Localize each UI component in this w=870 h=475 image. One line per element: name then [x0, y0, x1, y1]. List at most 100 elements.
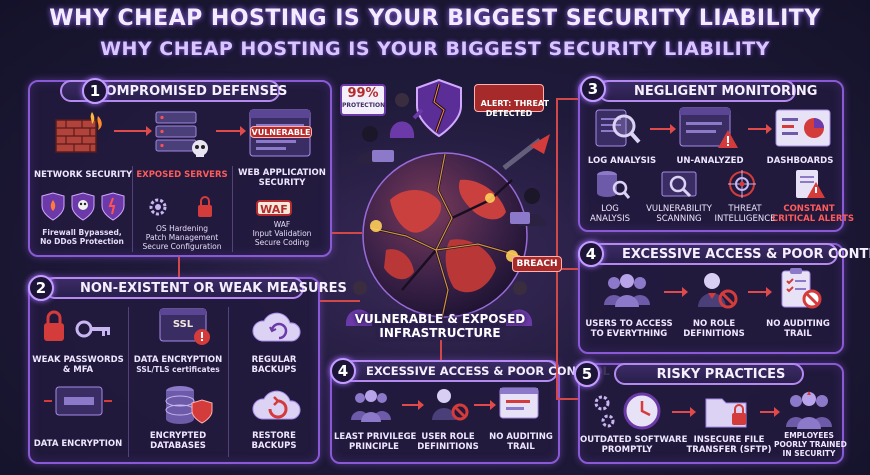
- panel-5-header: RISKY PRACTICES: [614, 363, 804, 385]
- unanalyzed-label: UN-ANALYZED: [676, 156, 744, 166]
- web-app-security-desc: WAF Input Validation Secure Coding: [252, 220, 312, 247]
- panel-3-title: NEGLIGENT MONITORING: [634, 83, 818, 99]
- web-app-security-title: WEB APPLICATION SECURITY: [238, 168, 326, 188]
- critical-alerts-icon: [796, 170, 825, 198]
- log-magnifier-icon: [595, 109, 641, 147]
- vulnerability-scan-icon: [661, 171, 697, 198]
- ssl-window-icon: [159, 308, 210, 345]
- no-role-definitions-label: NO ROLE DEFINITIONS: [683, 319, 745, 339]
- defender-left-icon: [345, 281, 373, 326]
- network-security-title: NETWORK SECURITY: [34, 170, 133, 180]
- protection-badge: 99% PROTECTION: [340, 84, 386, 116]
- dashboards-label: DASHBOARDS: [766, 156, 834, 166]
- panel-5-title: RISKY PRACTICES: [656, 366, 786, 382]
- ssl-tag: SSL: [172, 319, 194, 330]
- restore-backups-label: RESTORE BACKUPS: [251, 431, 297, 451]
- employees-icon: [786, 391, 832, 429]
- log-analysis-label: LOG ANALYSIS: [587, 156, 657, 166]
- outdated-software-label: OUTDATED SOFTWARE PROMPTLY: [580, 435, 688, 455]
- cloud-restore-icon: [252, 390, 301, 420]
- regular-backups-label: REGULAR BACKUPS: [251, 355, 297, 375]
- panel-1-number: 1: [82, 78, 108, 104]
- database-shield-icon: [165, 386, 213, 424]
- main-title: WHY CHEAP HOSTING IS YOUR BIGGEST SECURI…: [49, 6, 821, 31]
- user-role-icon: [432, 389, 469, 421]
- no-auditing-trail-label: NO AUDITING TRAIL: [766, 319, 830, 339]
- data-encryption-label: DATA ENCRYPTION: [33, 439, 123, 449]
- insecure-folder-icon: [705, 398, 747, 428]
- panel-1-title: COMPROMISED DEFENSES: [96, 83, 288, 99]
- arrow-users-roles: [664, 287, 688, 297]
- users-access-label: USERS TO ACCESS TO EVERYTHING: [585, 319, 673, 339]
- panel-risky-practices: RISKY PRACTICES 5 OUTDATED SOFTWARE PROM…: [574, 361, 847, 464]
- missile-icon: [502, 134, 550, 170]
- shield-icons: [41, 192, 125, 221]
- exposed-servers-title: EXPOSED SERVERS: [136, 170, 228, 180]
- data-encryption-ssl-label: DATA ENCRYPTION: [133, 355, 223, 365]
- waf-badge: WAF: [256, 200, 292, 216]
- sub-title: WHY CHEAP HOSTING IS YOUR BIGGEST SECURI…: [100, 38, 770, 60]
- audit-window-icon: [499, 387, 539, 419]
- panel-negligent-monitoring: NEGLIGENT MONITORING 3 LOG ANALYSIS UN-A…: [578, 76, 854, 232]
- panel-5-number: 5: [574, 361, 600, 387]
- padlock-key-icon: [44, 310, 110, 341]
- protection-value: 99%: [347, 86, 379, 101]
- employees-untrained-label: EMPLOYEES POORLY TRAINED IN SECURITY: [774, 431, 847, 458]
- defender-right-icon: [505, 281, 533, 326]
- vulnerable-tag: VULNERABLE: [250, 126, 312, 138]
- ssl-certificates-label: SSL/TLS certificates: [136, 365, 220, 374]
- panel-4r-header: EXCESSIVE ACCESS & POOR CONTROL: [590, 243, 870, 265]
- dashboard-icon: [775, 109, 831, 147]
- panel-compromised-defenses: COMPROMISED DEFENSES 1 VULNERABLE: [28, 78, 332, 257]
- least-privilege-icon: [351, 390, 391, 422]
- cracked-globe-icon: [362, 152, 528, 319]
- threat-alert-badge: ALERT: THREAT DETECTED: [474, 84, 549, 118]
- panel-3-header: NEGLIGENT MONITORING: [598, 80, 817, 102]
- arrow-firewall-servers: [114, 126, 152, 136]
- network-security-desc: Firewall Bypassed, No DDoS Protection: [40, 228, 124, 246]
- least-privilege-label: LEAST PRIVILEGE PRINCIPLE: [334, 432, 417, 452]
- panel-2-number: 2: [28, 275, 54, 301]
- arrow-roles-audit: [748, 287, 772, 297]
- arrow-transfer-employees: [760, 407, 780, 417]
- weak-passwords-label: WEAK PASSWORDS & MFA: [32, 355, 124, 375]
- panel-2-title: NON-EXISTENT OR WEAK MEASURES: [80, 280, 347, 296]
- panel-4c-title: EXCESSIVE ACCESS & POOR CONTROL: [366, 364, 610, 378]
- infrastructure-label: VULNERABLE & EXPOSED INFRASTRUCTURE: [354, 312, 526, 340]
- gears-clock-icon: [594, 392, 661, 430]
- panel-4c-number: 4: [330, 358, 356, 384]
- critical-alerts-label: CONSTANT CRITICAL ALERTS: [772, 204, 854, 224]
- arrow-servers-webapp: [216, 126, 246, 136]
- firewall-icon: [55, 112, 102, 153]
- attacker-figure-icon: [389, 93, 424, 138]
- panel-1-header: COMPROMISED DEFENSES: [60, 80, 287, 102]
- no-role-icon: [698, 273, 738, 309]
- threat-alert-text: ALERT: THREAT DETECTED: [480, 99, 549, 118]
- threat-intelligence-label: THREAT INTELLIGENCE: [714, 204, 776, 224]
- audit-clipboard-icon: [781, 268, 822, 309]
- cloud-backup-icon: [252, 312, 301, 342]
- encryption-window-icon: [44, 386, 112, 416]
- arrow-software-transfer: [672, 407, 696, 417]
- cracked-shield-icon: [416, 78, 462, 138]
- no-auditing-trail-center-label: NO AUDITING TRAIL: [489, 432, 553, 452]
- gear-lock-icon: [149, 196, 212, 217]
- arrow-log-unanalyzed: [650, 124, 676, 134]
- panel-4r-number: 4: [578, 241, 604, 267]
- log-db-icon: [597, 171, 630, 199]
- arrow-unanalyzed-dashboards: [748, 124, 772, 134]
- insecure-file-transfer-label: INSECURE FILE TRANSFER (SFTP): [686, 435, 772, 455]
- exposed-servers-desc: OS Hardening Patch Management Secure Con…: [142, 224, 222, 251]
- panel-3-number: 3: [580, 76, 606, 102]
- panel-4r-title: EXCESSIVE ACCESS & POOR CONTROL: [622, 246, 870, 262]
- hacker-figure-icon: [356, 126, 394, 164]
- arrow-privilege-roles: [402, 400, 424, 410]
- users-group-icon: [604, 274, 650, 307]
- arrow-roles-trail: [474, 400, 496, 410]
- encrypted-databases-label: ENCRYPTED DATABASES: [149, 431, 207, 451]
- user-role-definitions-label: USER ROLE DEFINITIONS: [417, 432, 479, 452]
- threat-intel-icon: [728, 170, 756, 198]
- globe-illustration: [350, 140, 540, 330]
- panel-excessive-access-right: EXCESSIVE ACCESS & POOR CONTROL 4 USERS …: [578, 241, 870, 354]
- panel-4c-header: EXCESSIVE ACCESS & POOR CONTROL: [338, 360, 610, 382]
